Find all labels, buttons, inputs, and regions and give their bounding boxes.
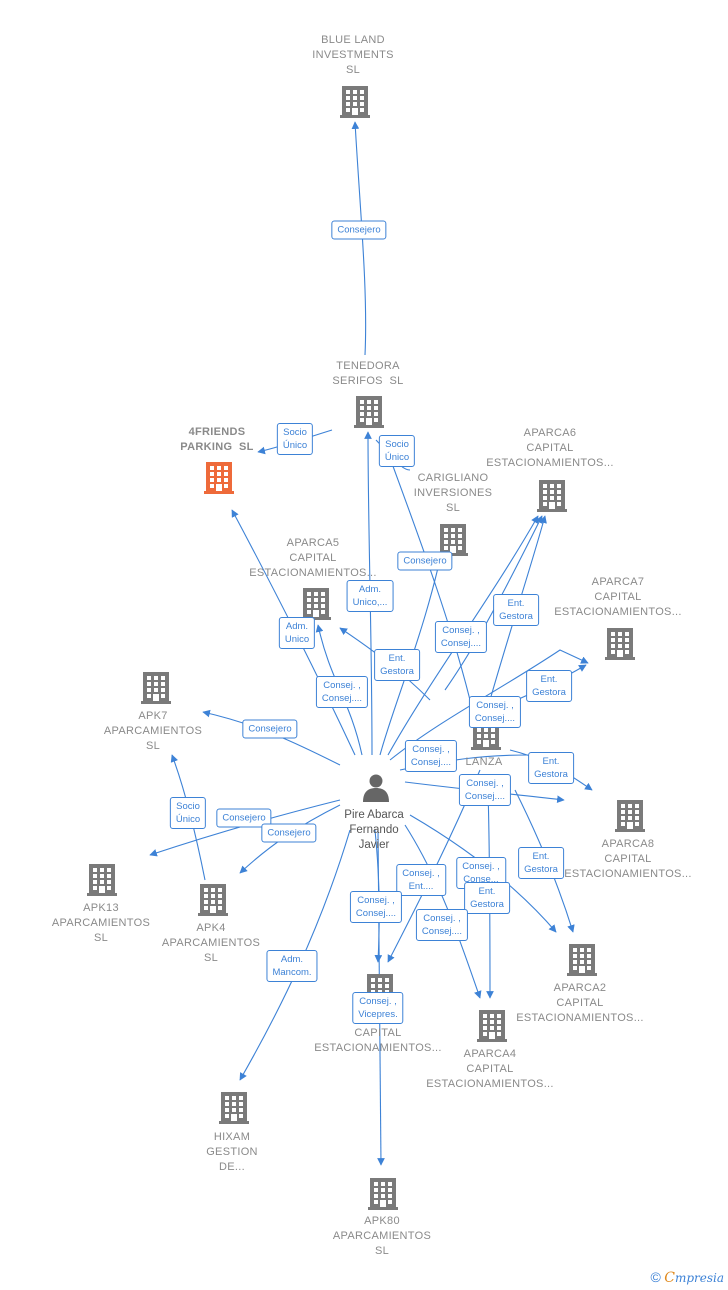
building-icon [605, 626, 635, 660]
node-tenedora[interactable]: TENEDORA SERIFOS SL [332, 360, 404, 387]
edge-label[interactable]: Ent. Gestora [374, 649, 420, 681]
node-carigliano[interactable]: CARIGLIANO INVERSIONES SL [413, 472, 493, 514]
building-icon [354, 394, 384, 428]
edge-label[interactable]: Consej. , Consej.... [315, 676, 369, 708]
node-apk13[interactable]: APK13 APARCAMIENTOS SL [51, 902, 151, 944]
node-hixam[interactable]: HIXAM GESTION DE... [206, 1131, 258, 1173]
building-icon [537, 478, 567, 512]
edge-label[interactable]: Consejero [261, 823, 317, 843]
node-4friends[interactable]: 4FRIENDS PARKING SL [180, 426, 254, 453]
brand-name: mpresia [674, 1271, 724, 1285]
edge-label[interactable]: Consejero [331, 220, 387, 240]
node-aparca8[interactable]: APARCA8 CAPITAL ESTACIONAMIENTOS... [564, 838, 692, 880]
edge-label[interactable]: Consejero [216, 808, 272, 828]
node-aparca2[interactable]: APARCA2 CAPITAL ESTACIONAMIENTOS... [516, 982, 644, 1024]
node-aparca7[interactable]: APARCA7 CAPITAL ESTACIONAMIENTOS... [554, 576, 682, 618]
node-lanza[interactable]: LANZA [465, 756, 503, 768]
edge-label[interactable]: Consej. , Consej.... [404, 740, 458, 772]
copyright-icon: © [650, 1269, 661, 1285]
building-icon [87, 862, 117, 896]
node-person[interactable]: Pire Abarca Fernando Javier [344, 809, 404, 851]
edge-label[interactable]: Adm. Unico [278, 617, 316, 649]
node-aparca5[interactable]: APARCA5 CAPITAL ESTACIONAMIENTOS... [249, 537, 377, 579]
building-icon [567, 942, 597, 976]
edge-label[interactable]: Consej. , Ent.... [396, 864, 446, 896]
node-apk80[interactable]: APK80 APARCAMIENTOS SL [332, 1215, 432, 1257]
edge-label[interactable]: Consej. , Consej.... [434, 621, 488, 653]
edge-label[interactable]: Consej. , Consej.... [468, 696, 522, 728]
edge-label[interactable]: Ent. Gestora [526, 670, 572, 702]
building-icon [615, 798, 645, 832]
edge-label[interactable]: Adm. Mancom. [266, 950, 318, 982]
building-icon [368, 1176, 398, 1210]
building-icon [219, 1090, 249, 1124]
node-apk7[interactable]: APK7 APARCAMIENTOS SL [103, 710, 203, 752]
edge-label[interactable]: Ent. Gestora [464, 882, 510, 914]
edge-label[interactable]: Consej. , Consej.... [458, 774, 512, 806]
edge-label[interactable]: Consej. , Consej.... [415, 909, 469, 941]
building-icon [340, 84, 370, 118]
edge-label[interactable]: Consejero [242, 719, 298, 739]
edge-label[interactable]: Socio Único [169, 797, 207, 829]
person-icon[interactable] [361, 772, 391, 802]
node-blue-land[interactable]: BLUE LAND INVESTMENTS SL [312, 34, 394, 76]
building-icon [141, 670, 171, 704]
edge-label[interactable]: Ent. Gestora [493, 594, 539, 626]
edge-label[interactable]: Consej. , Consej.... [349, 891, 403, 923]
edge-label[interactable]: Adm. Unico,... [346, 580, 394, 612]
node-aparca4[interactable]: APARCA4 CAPITAL ESTACIONAMIENTOS... [426, 1048, 554, 1090]
edge-label[interactable]: Socio Único [276, 423, 314, 455]
edge-label[interactable]: Ent. Gestora [528, 752, 574, 784]
brand-initial: C [664, 1270, 675, 1286]
edge-label[interactable]: Socio Único [378, 435, 416, 467]
edge-label[interactable]: Consej. , Vicepres. [352, 992, 404, 1024]
node-aparca6[interactable]: APARCA6 CAPITAL ESTACIONAMIENTOS... [486, 427, 614, 469]
node-apk4[interactable]: APK4 APARCAMIENTOS SL [161, 922, 261, 964]
edge-label[interactable]: Consejero [397, 551, 453, 571]
building-icon[interactable] [204, 460, 234, 494]
footer-brand: © Cmpresia [651, 1269, 724, 1286]
node-capital-bottom[interactable]: CAPITAL ESTACIONAMIENTOS... [314, 1027, 442, 1054]
building-icon [477, 1008, 507, 1042]
edge-label[interactable]: Ent. Gestora [518, 847, 564, 879]
building-icon [198, 882, 228, 916]
building-icon [301, 586, 331, 620]
